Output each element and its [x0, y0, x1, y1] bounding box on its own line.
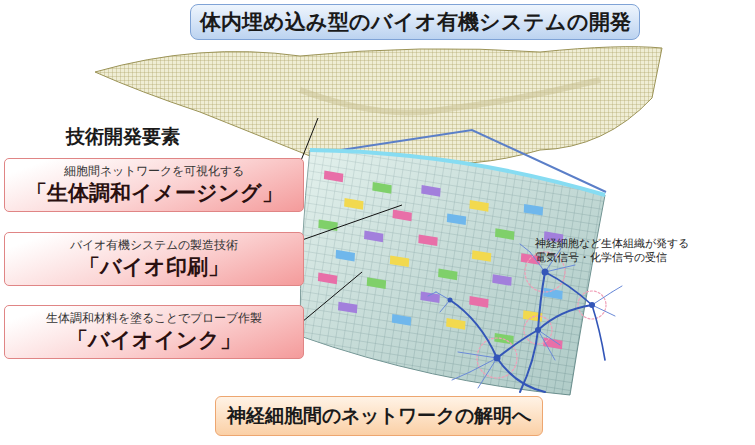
mesh-sheet [95, 47, 662, 164]
technology-box: バイオ有機システムの製造技術「バイオ印刷」 [4, 232, 304, 286]
box-subtitle: 生体調和材料を塗ることでプローブ作製 [13, 310, 295, 326]
leader-line [302, 272, 362, 322]
technology-box: 生体調和材料を塗ることでプローブ作製「バイオインク」 [4, 305, 304, 359]
signal-note: 神経細胞など生体組織が発する 電気信号・化学信号の受信 [535, 237, 695, 265]
device-shade [300, 150, 605, 395]
box-title: 「バイオ印刷」 [13, 253, 295, 281]
device-rim [310, 150, 605, 195]
box-title: 「生体調和イメージング」 [13, 179, 295, 207]
section-heading: 技術開発要素 [66, 124, 180, 150]
electrode-array [313, 168, 570, 352]
title-band: 体内埋め込み型のバイオ有機システムの開発 [190, 4, 640, 40]
technology-box: 細胞間ネットワークを可視化する「生体調和イメージング」 [4, 158, 304, 212]
box-title: 「バイオインク」 [13, 326, 295, 354]
box-title: 神経細胞間のネットワークの解明へ [227, 403, 531, 429]
leader-line [302, 205, 402, 240]
box-subtitle: 細胞間ネットワークを可視化する [13, 163, 295, 179]
box-subtitle: バイオ有機システムの製造技術 [13, 237, 295, 253]
device-sheet [300, 150, 605, 395]
goal-box: 神経細胞間のネットワークの解明へ [215, 396, 543, 436]
mesh-shade [300, 80, 600, 113]
leader-line [300, 118, 318, 163]
